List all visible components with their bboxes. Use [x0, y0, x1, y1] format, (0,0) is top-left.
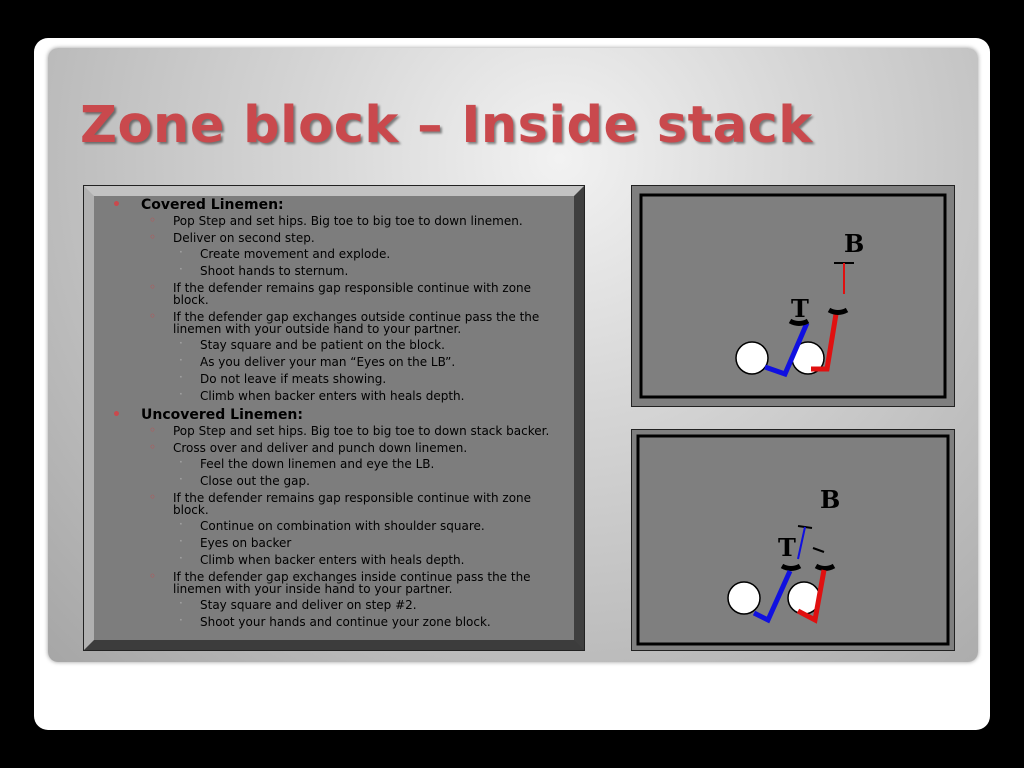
- slide-title: Zone block – Inside stack: [80, 96, 813, 155]
- sub-list-item: Shoot your hands and continue your zone …: [173, 614, 566, 628]
- red-route: [796, 569, 827, 624]
- list-item: If the defender gap exchanges inside con…: [141, 570, 566, 628]
- list-item: If the defender remains gap responsible …: [141, 281, 566, 306]
- list-item: Pop Step and set hips. Big toe to big to…: [141, 214, 566, 227]
- red-route: [811, 313, 839, 372]
- blue-route: [752, 569, 793, 624]
- sub-list-item: Stay square and deliver on step #2.: [173, 597, 566, 611]
- sub-list-item: Shoot hands to sternum.: [173, 263, 566, 277]
- sub-list-item: Create movement and explode.: [173, 246, 566, 260]
- text-panel: Covered Linemen: Pop Step and set hips. …: [83, 185, 585, 651]
- sub-list-item: Eyes on backer: [173, 535, 566, 549]
- section-uncovered: Uncovered Linemen: Pop Step and set hips…: [100, 407, 566, 628]
- diagram-uncovered: B T: [631, 429, 955, 651]
- list-item: Deliver on second step. Create movement …: [141, 231, 566, 277]
- lineman-circle: [727, 581, 761, 615]
- diagram-uncovered-svg: B T: [632, 430, 954, 650]
- section-heading: Covered Linemen:: [141, 197, 284, 213]
- sub-list-item: Climb when backer enters with heals dept…: [173, 552, 566, 566]
- list-item: If the defender gap exchanges outside co…: [141, 310, 566, 402]
- diagram-covered-svg: B T: [632, 186, 954, 406]
- sub-list-item: Continue on combination with shoulder sq…: [173, 518, 566, 532]
- list-item: Pop Step and set hips. Big toe to big to…: [141, 424, 566, 437]
- section-heading: Uncovered Linemen:: [141, 407, 303, 423]
- lineman-circle: [735, 341, 769, 375]
- sub-list-item: Climb when backer enters with heals dept…: [173, 388, 566, 402]
- tackle-label: T: [791, 294, 809, 323]
- tackle-label: T: [778, 533, 796, 562]
- list-item: If the defender remains gap responsible …: [141, 491, 566, 566]
- sub-list-item: Feel the down linemen and eye the LB.: [173, 456, 566, 470]
- blue-route: [764, 322, 810, 378]
- backer-label: B: [844, 229, 864, 258]
- backer-label: B: [820, 485, 840, 514]
- sub-list-item: Stay square and be patient on the block.: [173, 337, 566, 351]
- section-covered: Covered Linemen: Pop Step and set hips. …: [100, 197, 566, 402]
- sub-list-item: Do not leave if meats showing.: [173, 371, 566, 385]
- sub-list-item: Close out the gap.: [173, 473, 566, 487]
- diagram-covered: B T: [631, 185, 955, 407]
- sub-list-item: As you deliver your man “Eyes on the LB”…: [173, 354, 566, 368]
- list-item: Cross over and deliver and punch down li…: [141, 441, 566, 487]
- outline-list: Covered Linemen: Pop Step and set hips. …: [100, 197, 566, 628]
